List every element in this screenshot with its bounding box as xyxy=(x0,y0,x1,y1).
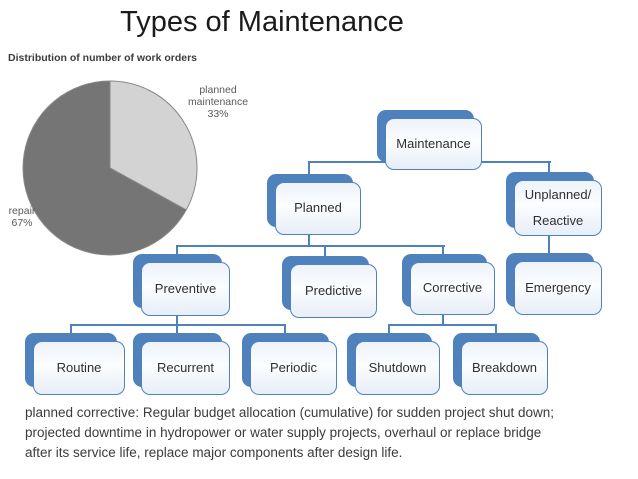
node-box: Breakdown xyxy=(461,341,548,395)
node-routine: Routine xyxy=(25,333,125,395)
footnote-text: planned corrective: Regular budget alloc… xyxy=(25,405,555,460)
node-planned: Planned xyxy=(267,174,361,235)
connector-segment xyxy=(548,234,550,263)
pie-label-planned-maintenance: planned maintenance 33% xyxy=(187,84,249,120)
node-label: Breakdown xyxy=(471,359,538,375)
pie-slice-planned-maintenance xyxy=(109,80,198,211)
node-box: Planned xyxy=(275,182,361,235)
node-periodic: Periodic xyxy=(242,333,337,395)
node-unplanned-reactive: Unplanned/ Reactive xyxy=(506,172,602,236)
connector-segment xyxy=(324,245,326,266)
node-box: Shutdown xyxy=(355,341,440,395)
node-box: Maintenance xyxy=(385,118,482,170)
node-label: Recurrent xyxy=(156,359,215,375)
node-preventive: Preventive xyxy=(133,254,230,316)
node-breakdown: Breakdown xyxy=(453,333,548,395)
node-box: Predictive xyxy=(290,264,377,318)
connector-segment xyxy=(176,315,178,326)
node-label: Shutdown xyxy=(368,359,427,375)
connector-segment xyxy=(548,161,550,182)
node-label: Maintenance xyxy=(396,135,471,151)
node-label: Emergency xyxy=(525,279,591,295)
node-box: Recurrent xyxy=(141,341,230,395)
pie-slice-repair xyxy=(22,80,187,256)
node-box: Emergency xyxy=(514,261,602,315)
node-label: Routine xyxy=(56,359,102,375)
connector-segment xyxy=(308,161,310,183)
node-predictive: Predictive xyxy=(282,256,377,318)
node-label: Planned xyxy=(294,200,342,216)
node-label: Periodic xyxy=(270,359,317,375)
node-label: Predictive xyxy=(304,282,363,298)
node-label: Corrective xyxy=(422,280,483,296)
connector-segment xyxy=(70,324,286,326)
node-box: Corrective xyxy=(410,262,495,315)
connector-segment xyxy=(308,234,310,247)
node-shutdown: Shutdown xyxy=(347,333,440,395)
connector-segment xyxy=(176,245,445,247)
pie-chart-title: Distribution of number of work orders xyxy=(8,52,198,64)
node-emergency: Emergency xyxy=(506,253,602,315)
node-recurrent: Recurrent xyxy=(133,333,230,395)
connector-segment xyxy=(442,314,444,326)
node-box: Preventive xyxy=(141,262,230,316)
pie-label-repair: repair 67% xyxy=(8,205,36,229)
node-label: Preventive xyxy=(154,280,217,296)
connector-segment xyxy=(309,161,387,163)
node-label: Unplanned/ Reactive xyxy=(524,187,592,228)
node-maintenance: Maintenance xyxy=(377,110,482,170)
slide-title: Types of Maintenance xyxy=(120,6,404,38)
connector-segment xyxy=(481,161,551,163)
node-corrective: Corrective xyxy=(402,254,495,315)
pie-chart xyxy=(22,80,198,256)
node-box: Periodic xyxy=(250,341,337,395)
node-box: Unplanned/ Reactive xyxy=(514,180,602,236)
connector-segment xyxy=(388,324,497,326)
node-box: Routine xyxy=(33,341,125,395)
